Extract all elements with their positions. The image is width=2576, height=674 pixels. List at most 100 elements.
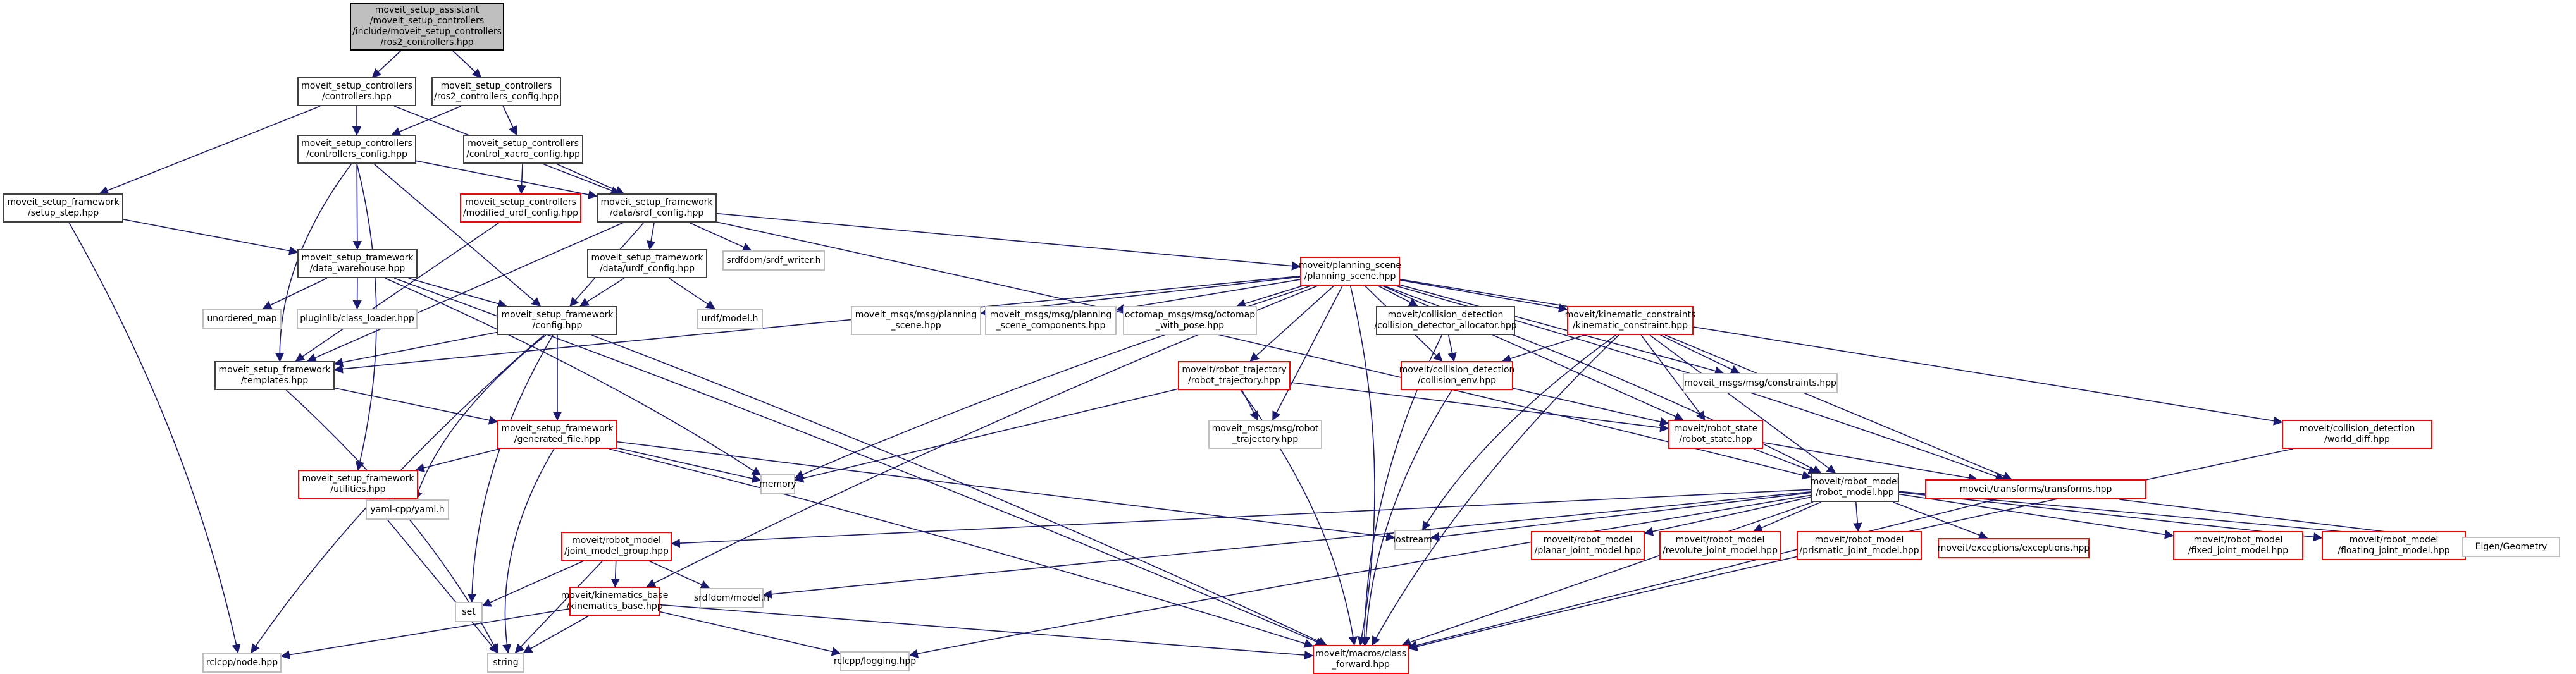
node-label: iostream — [1393, 535, 1432, 546]
node-label: moveit_msgs/msg/planning_scene_component… — [990, 310, 1112, 331]
node-label: moveit_setup_framework/templates.hpp — [218, 365, 330, 386]
graph-node-revolute-joint-model[interactable]: moveit/robot_model/revolute_joint_model.… — [1659, 531, 1781, 560]
graph-node-robot-trajectory[interactable]: moveit/robot_trajectory/robot_trajectory… — [1178, 361, 1291, 390]
node-label: moveit_setup_controllers/ros2_controller… — [434, 81, 559, 102]
node-label-line: /robot_model.hpp — [1811, 487, 1900, 498]
edge-ros2-controllers-config-to-controllers-config — [392, 106, 461, 135]
graph-node-robot-state[interactable]: moveit/robot_state/robot_state.hpp — [1668, 420, 1763, 449]
graph-node-octomap-with-pose: octomap_msgs/msg/octomap_with_pose.hpp — [1123, 306, 1257, 335]
graph-node-robot-model[interactable]: moveit/robot_model/robot_model.hpp — [1811, 473, 1899, 502]
graph-node-class-loader: pluginlib/class_loader.hpp — [297, 309, 418, 329]
graph-node-root[interactable]: moveit_setup_assistant/moveit_setup_cont… — [350, 3, 504, 51]
node-label: Eigen/Geometry — [2475, 542, 2548, 553]
graph-node-setup-step[interactable]: moveit_setup_framework/setup_step.hpp — [3, 193, 123, 223]
node-label-line: /data/srdf_config.hpp — [600, 208, 712, 219]
edge-utilities-to-string — [370, 499, 497, 653]
graph-node-class-forward[interactable]: moveit/macros/class_forward.hpp — [1313, 645, 1409, 674]
node-label-line: /data/urdf_config.hpp — [591, 264, 703, 274]
edge-kinematics-base-to-rclcpp-logging — [660, 612, 840, 654]
node-label-line: moveit/robot_model — [564, 536, 669, 546]
graph-node-kinematics-base[interactable]: moveit/kinematics_base/kinematics_base.h… — [569, 587, 660, 616]
graph-node-rclcpp-node: rclcpp/node.hpp — [202, 653, 282, 673]
graph-node-templates[interactable]: moveit_setup_framework/templates.hpp — [214, 361, 335, 390]
node-label: moveit_setup_framework/data/urdf_config.… — [591, 253, 703, 274]
graph-node-generated-file[interactable]: moveit_setup_framework/generated_file.hp… — [497, 420, 617, 449]
node-label-line: /floating_joint_model.hpp — [2338, 546, 2449, 556]
graph-node-transforms[interactable]: moveit/transforms/transforms.hpp — [1925, 479, 2146, 499]
edge-collision-detector-allocator-to-collision-env — [1449, 335, 1454, 361]
node-label-line: moveit_setup_framework — [301, 253, 413, 264]
node-label: srdfdom/model.h — [694, 593, 769, 604]
node-label-line: /planning_scene.hpp — [1299, 271, 1401, 282]
node-label-line: string — [493, 658, 518, 668]
graph-node-ros2-controllers-config[interactable]: moveit_setup_controllers/ros2_controller… — [431, 77, 561, 106]
graph-node-data-warehouse[interactable]: moveit_setup_framework/data_warehouse.hp… — [297, 249, 418, 278]
graph-node-world-diff[interactable]: moveit/collision_detection/world_diff.hp… — [2282, 420, 2432, 449]
graph-node-srdf-config[interactable]: moveit_setup_framework/data/srdf_config.… — [597, 193, 717, 223]
graph-node-fixed-joint-model[interactable]: moveit/robot_model/fixed_joint_model.hpp — [2173, 531, 2303, 560]
node-label-line: _scene.hpp — [855, 321, 977, 331]
node-label-line: /controllers.hpp — [301, 92, 412, 102]
edge-srdf-config-to-templates — [307, 223, 623, 361]
edge-generated-file-to-iostream — [617, 442, 1394, 538]
edge-controllers-config-to-srdf-config — [416, 161, 597, 196]
node-label-line: moveit/robot_model — [1811, 477, 1900, 487]
edge-ros2-controllers-config-to-control-xacro-config — [503, 106, 516, 135]
node-label: moveit_msgs/msg/robot_trajectory.hpp — [1212, 424, 1319, 445]
graph-node-prismatic-joint-model[interactable]: moveit/robot_model/prismatic_joint_model… — [1797, 531, 1922, 560]
node-label-line: /generated_file.hpp — [501, 434, 613, 445]
graph-node-config[interactable]: moveit_setup_framework/config.hpp — [497, 306, 617, 335]
edge-robot-trajectory-to-memory — [795, 389, 1178, 480]
graph-node-urdf-model: urdf/model.h — [697, 309, 763, 329]
node-label-line: moveit_setup_assistant — [352, 5, 502, 16]
graph-node-controllers-config[interactable]: moveit_setup_controllers/controllers_con… — [297, 135, 416, 164]
edge-setup-step-to-rclcpp-node — [69, 223, 238, 653]
node-label: srdfdom/srdf_writer.h — [726, 255, 820, 266]
node-label-line: moveit/robot_model — [1535, 535, 1642, 546]
node-label: moveit_setup_assistant/moveit_setup_cont… — [352, 5, 502, 48]
node-label: moveit/planning_scene/planning_scene.hpp — [1299, 260, 1401, 282]
graph-node-collision-env[interactable]: moveit/collision_detection/collision_env… — [1401, 361, 1513, 390]
node-label-line: moveit_setup_framework — [600, 197, 712, 208]
node-label-line: moveit/collision_detection — [1374, 310, 1516, 321]
node-label: moveit/collision_detection/collision_env… — [1399, 365, 1515, 386]
node-label: octomap_msgs/msg/octomap_with_pose.hpp — [1125, 310, 1255, 331]
node-label: rclcpp/logging.hpp — [834, 656, 916, 667]
graph-node-kinematic-constraint[interactable]: moveit/kinematic_constraints/kinematic_c… — [1567, 306, 1694, 335]
node-label: moveit/collision_detection/collision_det… — [1374, 310, 1516, 331]
graph-node-floating-joint-model[interactable]: moveit/robot_model/floating_joint_model.… — [2322, 531, 2466, 560]
node-label: moveit/robot_model/fixed_joint_model.hpp — [2188, 535, 2288, 556]
graph-node-planning-scene[interactable]: moveit/planning_scene/planning_scene.hpp — [1300, 257, 1400, 286]
graph-node-msg-robot-trajectory: moveit_msgs/msg/robot_trajectory.hpp — [1208, 420, 1322, 449]
graph-node-urdf-config[interactable]: moveit_setup_framework/data/urdf_config.… — [587, 249, 707, 278]
edge-kinematics-base-to-class-forward — [660, 605, 1313, 656]
graph-node-controllers[interactable]: moveit_setup_controllers/controllers.hpp — [297, 77, 416, 106]
node-label-line: moveit/collision_detection — [2300, 424, 2415, 434]
node-label-line: /include/moveit_setup_controllers — [352, 27, 502, 37]
graph-node-collision-detector-allocator[interactable]: moveit/collision_detection/collision_det… — [1376, 306, 1515, 335]
graph-node-exceptions[interactable]: moveit/exceptions/exceptions.hpp — [1938, 538, 2090, 558]
graph-node-joint-model-group[interactable]: moveit/robot_model/joint_model_group.hpp — [561, 532, 672, 561]
node-label: moveit/kinematics_base/kinematics_base.h… — [561, 591, 669, 612]
edge-controllers-to-setup-step — [100, 106, 320, 193]
node-label-line: moveit/robot_model — [2338, 535, 2449, 546]
node-label: moveit_setup_framework/setup_step.hpp — [7, 197, 119, 219]
edge-config-to-set — [472, 335, 553, 602]
graph-node-srdf-model: srdfdom/model.h — [700, 588, 764, 608]
node-label-line: moveit/robot_state — [1674, 424, 1758, 434]
node-label-line: /utilities.hpp — [302, 484, 414, 495]
graph-node-control-xacro-config[interactable]: moveit_setup_controllers/control_xacro_c… — [463, 135, 583, 164]
node-label-line: /ros2_controllers.hpp — [352, 37, 502, 48]
graph-node-utilities[interactable]: moveit_setup_framework/utilities.hpp — [298, 470, 418, 499]
node-label-line: /kinematic_constraint.hpp — [1565, 321, 1696, 331]
graph-node-modified-urdf-config[interactable]: moveit_setup_controllers/modified_urdf_c… — [460, 193, 581, 223]
edge-generated-file-to-string — [505, 449, 554, 653]
graph-node-set: set — [455, 602, 483, 622]
graph-node-planar-joint-model[interactable]: moveit/robot_model/planar_joint_model.hp… — [1531, 531, 1645, 560]
node-label-line: moveit_setup_framework — [7, 197, 119, 208]
node-label: moveit_setup_framework/generated_file.hp… — [501, 424, 613, 445]
node-label-line: moveit_msgs/msg/constraints.hpp — [1684, 378, 1836, 389]
graph-node-string: string — [487, 653, 524, 673]
edge-joint-model-group-to-kinematics-base — [615, 561, 616, 587]
node-label: moveit/robot_model/robot_model.hpp — [1811, 477, 1900, 498]
